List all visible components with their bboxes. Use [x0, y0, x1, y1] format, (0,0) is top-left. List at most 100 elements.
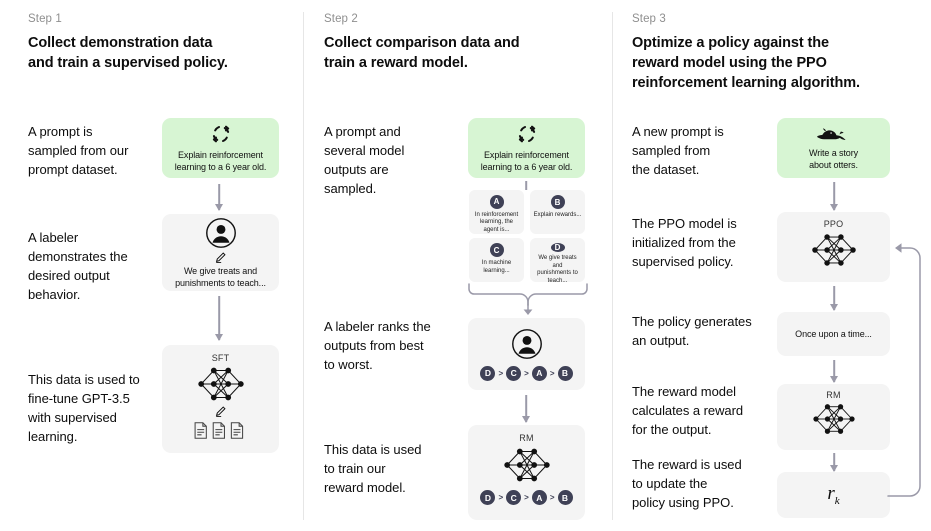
- step-2-desc-3: This data is used to train our reward mo…: [324, 442, 422, 495]
- rm-rank-gt-1: >: [498, 493, 504, 502]
- step-3-desc-2: The PPO model is initialized from the su…: [632, 216, 737, 269]
- rank-gt-3: >: [549, 368, 555, 378]
- step-2-arrow-1: [520, 181, 532, 190]
- reward-symbol-base: r: [827, 483, 835, 505]
- rank-gt-2: >: [524, 368, 529, 378]
- step-1-title-line1: Collect demonstration data: [28, 35, 213, 51]
- step-3-title: Optimize a policy against the reward mod…: [632, 33, 922, 93]
- step-3-rm-caption: RM: [826, 390, 841, 400]
- rm-rank-gt-3: >: [549, 493, 555, 502]
- step-3-prompt-card: Write a story about otters.: [777, 118, 890, 178]
- step-2-prompt-card: Explain reinforcement learning to a 6 ye…: [468, 118, 585, 178]
- step-1-desc-3: This data is used to fine-tune GPT-3.5 w…: [28, 372, 140, 444]
- step-2-prompt-text: Explain reinforcement learning to a 6 ye…: [480, 149, 573, 172]
- option-a-text: In reinforcement learning, the agent is.…: [474, 211, 519, 233]
- neural-network-icon: [809, 401, 859, 437]
- step-1-arrow-1: [213, 184, 225, 211]
- step-2-arrow-2: [520, 395, 532, 423]
- step-3-ppo-caption: PPO: [823, 219, 844, 229]
- neural-network-icon: [500, 445, 554, 485]
- pencil-icon: [214, 251, 227, 264]
- step-3-title-line3: reinforcement learning algorithm.: [632, 75, 860, 91]
- step-3-column: Step 3 Optimize a policy against the rew…: [614, 0, 931, 531]
- option-c-badge: C: [489, 243, 504, 257]
- rm-rank-badge-4: B: [557, 490, 573, 505]
- reward-symbol: rk: [827, 483, 839, 507]
- step-3-desc-3: The policy generates an output.: [632, 314, 752, 348]
- rm-rank-badge-3: A: [531, 490, 547, 505]
- step-3-arrow-4: [828, 453, 840, 472]
- step-3-output-card: Once upon a time...: [777, 312, 890, 356]
- step-3-desc-4: The reward model calculates a reward for…: [632, 384, 744, 437]
- step-2-option-b[interactable]: B Explain rewards...: [530, 190, 585, 234]
- step-3-title-line1: Optimize a policy against the: [632, 35, 829, 51]
- otter-icon: [814, 126, 854, 143]
- step-2-rm-card: RM D: [468, 425, 585, 520]
- step-2-title-line2: train a reward model.: [324, 55, 468, 71]
- step-2-ranking-row: D > C > A > B: [480, 365, 573, 381]
- neural-network-icon: [808, 231, 860, 269]
- step-1-prompt-text: Explain reinforcement learning to a 6 ye…: [174, 149, 267, 172]
- step-3-title-line2: reward model using the PPO: [632, 55, 827, 71]
- person-circle-icon: [205, 217, 237, 249]
- option-d-text: We give treats and punishments to teach.…: [537, 255, 578, 284]
- rm-rank-badge-2: C: [506, 490, 522, 505]
- step-1-column: Step 1 Collect demonstration data and tr…: [0, 0, 304, 531]
- step-2-rm-ranking-row: D > C > A > B: [480, 490, 573, 505]
- rank-badge-2: C: [506, 365, 522, 381]
- column-divider-2: [612, 12, 613, 520]
- column-divider-1: [303, 12, 304, 520]
- step-3-desc-1: A new prompt is sampled from the dataset…: [632, 124, 724, 177]
- rank-badge-1: D: [480, 365, 496, 381]
- step-3-label: Step 3: [632, 13, 666, 25]
- step-2-option-a[interactable]: A In reinforcement learning, the agent i…: [469, 190, 524, 234]
- step-2-desc-2: A labeler ranks the outputs from best to…: [324, 319, 431, 372]
- rank-badge-3: A: [531, 365, 547, 381]
- rm-rank-badge-1: D: [480, 490, 496, 505]
- step-3-output-text: Once upon a time...: [795, 329, 872, 339]
- step-2-label: Step 2: [324, 13, 358, 25]
- ppo-feedback-loop-arrow: [887, 236, 930, 500]
- step-3-prompt-text: Write a story about otters.: [808, 147, 859, 170]
- step-3-arrow-3: [828, 360, 840, 383]
- step-1-labeler-text: We give treats and punishments to teach.…: [175, 265, 266, 288]
- option-b-badge: B: [550, 195, 565, 209]
- refresh-cycle-icon: [211, 124, 231, 144]
- step-3-rm-card: RM: [777, 384, 890, 450]
- step-1-desc-1: A prompt is sampled from our prompt data…: [28, 124, 129, 177]
- step-2-merge-connector: [466, 283, 590, 316]
- person-circle-icon: [511, 328, 543, 360]
- step-1-label: Step 1: [28, 13, 62, 25]
- step-1-arrow-2: [213, 296, 225, 341]
- step-3-desc-5: The reward is used to update the policy …: [632, 457, 742, 510]
- option-b-text: Explain rewards...: [533, 212, 582, 218]
- step-2-title: Collect comparison data and train a rewa…: [324, 33, 604, 73]
- refresh-cycle-icon: [517, 124, 537, 144]
- documents-icon: [193, 421, 249, 440]
- step-2-column: Step 2 Collect comparison data and train…: [304, 0, 614, 531]
- step-1-sft-card: SFT: [162, 345, 279, 453]
- step-2-option-d[interactable]: D We give treats and punishments to teac…: [530, 238, 585, 284]
- rank-badge-4: B: [557, 365, 573, 381]
- step-1-sft-caption: SFT: [211, 353, 230, 363]
- rm-rank-gt-2: >: [524, 493, 529, 502]
- reward-symbol-sub: k: [834, 494, 840, 507]
- step-1-desc-2: A labeler demonstrates the desired outpu…: [28, 230, 128, 302]
- step-3-ppo-card: PPO: [777, 212, 890, 282]
- step-1-title: Collect demonstration data and train a s…: [28, 33, 293, 73]
- step-3-arrow-1: [828, 182, 840, 211]
- step-2-desc-1: A prompt and several model outputs are s…: [324, 124, 405, 196]
- neural-network-icon: [194, 364, 248, 404]
- step-1-labeler-card: We give treats and punishments to teach.…: [162, 214, 279, 291]
- option-c-text: In machine learning...: [481, 260, 512, 274]
- step-2-title-line1: Collect comparison data and: [324, 35, 520, 51]
- step-3-reward-card: rk: [777, 472, 890, 518]
- step-1-title-line2: and train a supervised policy.: [28, 55, 228, 71]
- step-1-prompt-card: Explain reinforcement learning to a 6 ye…: [162, 118, 279, 178]
- step-2-option-c[interactable]: C In machine learning...: [469, 238, 524, 282]
- step-2-ranker-card: D > C > A > B: [468, 318, 585, 390]
- rank-gt-1: >: [498, 368, 504, 378]
- pencil-icon: [214, 405, 227, 418]
- option-d-badge: D: [550, 243, 565, 252]
